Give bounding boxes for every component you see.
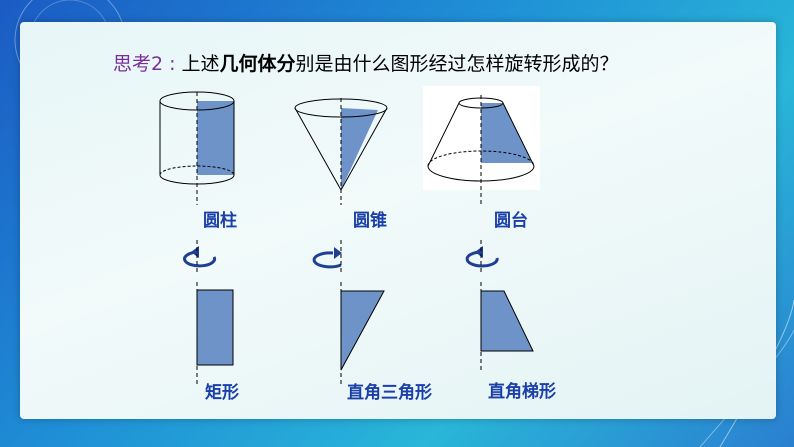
right-trapezoid-figure [480, 282, 534, 372]
figure-label-right-triangle: 直角三角形 [347, 383, 432, 403]
solid-label-cone: 圆锥 [353, 211, 387, 231]
heading-text-part3: 别是由什么图形经过怎样旋转形成的？ [295, 53, 619, 75]
solid-label-frustum: 圆台 [494, 211, 528, 231]
heading-colon: : [169, 53, 176, 75]
heading-prefix: 思考2 [113, 53, 164, 75]
rotation-arrow-icon [312, 240, 342, 272]
right-triangle-figure [340, 282, 385, 385]
frustum-figure [427, 95, 535, 205]
cone-figure [294, 98, 388, 205]
rotation-arrow-icon [183, 240, 217, 272]
heading-text-part2: 几何体分 [219, 53, 296, 75]
figure-label-right-trapezoid: 直角梯形 [488, 382, 556, 402]
heading-text-part1: 上述 [181, 53, 220, 75]
solid-label-cylinder: 圆柱 [203, 211, 237, 231]
cylinder-figure [159, 91, 235, 205]
figure-label-rectangle: 矩形 [205, 383, 239, 403]
content-card [20, 22, 776, 419]
question-heading: 思考2:上述几何体分别是由什么图形经过怎样旋转形成的？ [113, 49, 619, 76]
rectangle-figure [196, 282, 234, 385]
rotation-arrow-icon [465, 240, 499, 272]
